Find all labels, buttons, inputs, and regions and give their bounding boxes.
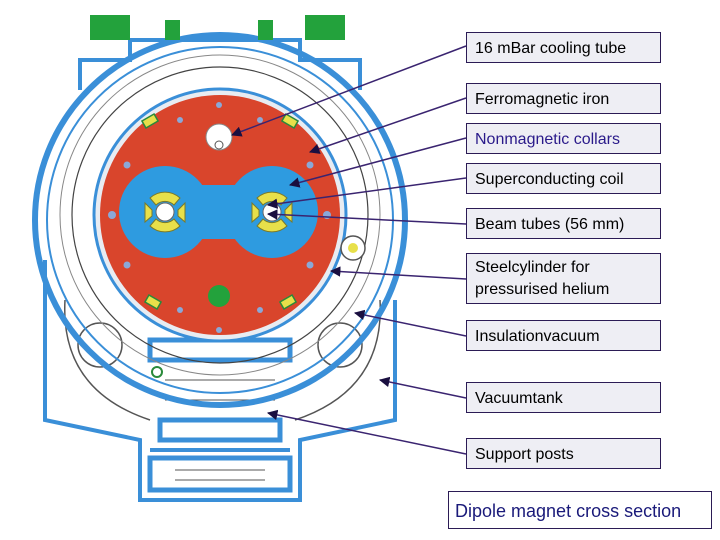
label-beam-tubes: Beam tubes (56 mm) [466,208,661,239]
label-cooling-tube-text: 16 mBar cooling tube [475,40,627,57]
superconducting-coils [144,191,293,233]
arrow-collars [288,137,467,188]
iron-inserts [140,113,300,310]
support-structure [43,38,397,502]
label-steel-cylinder-line2: pressurised helium [475,281,610,298]
label-beam-tubes-text: Beam tubes (56 mm) [475,216,625,233]
label-collars: Nonmagnetic collars [466,123,661,154]
label-vacuum-tank-text: Vacuumtank [475,390,563,407]
label-insulation-text: Insulationvacuum [475,328,600,345]
label-coil-text: Superconducting coil [475,171,624,188]
label-cooling-tube: 16 mBar cooling tube [466,32,661,63]
label-steel-cylinder: Steelcylinder for pressurised helium [466,253,661,304]
label-iron: Ferromagnetic iron [466,83,661,114]
thermal-shield-ring [71,66,369,364]
leader-arrows [231,45,467,455]
label-support-text: Support posts [475,446,574,463]
helium-pipe-inner [348,243,358,253]
arrow-support [266,409,467,455]
arrow-iron [309,97,467,154]
diagram-caption: Dipole magnet cross section [448,491,712,529]
label-insulation: Insulationvacuum [466,320,661,351]
label-steel-cylinder-line1: Steelcylinder for [475,259,590,276]
label-support: Support posts [466,438,661,469]
insulation-vacuum-ring [59,54,381,376]
cooling-tube-inner [214,140,224,150]
arrow-insulation [353,309,467,337]
vacuum-tank-outer [32,32,408,408]
cooling-tube-hole [205,123,233,151]
iron-holes [108,102,331,333]
label-iron-text: Ferromagnetic iron [475,91,610,108]
arrow-steel-cylinder [329,266,467,280]
label-vacuum-tank: Vacuumtank [466,382,661,413]
label-coil: Superconducting coil [466,163,661,194]
arrow-beam-tubes [266,209,467,225]
arrow-vacuum-tank [378,376,467,399]
support-hatching [165,379,275,481]
label-collars-text: Nonmagnetic collars [475,131,620,148]
green-bus-bars [90,15,345,307]
arrow-cooling-tube [231,45,467,137]
arrow-coil [266,177,467,209]
